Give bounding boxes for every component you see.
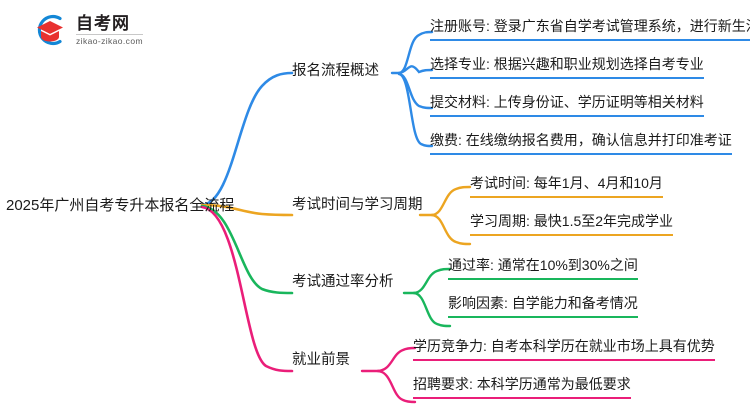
branch-node-3[interactable]: 考试通过率分析 [292, 274, 394, 290]
leaf-node-1-4[interactable]: 缴费: 在线缴纳报名费用，确认信息并打印准考证 [430, 130, 732, 155]
leaf-node-2-2[interactable]: 学习周期: 最快1.5至2年完成学业 [470, 211, 674, 236]
site-logo: 自考网 zikao-zikao.com [30, 13, 143, 47]
root-node[interactable]: 2025年广州自考专升本报名全流程 [6, 197, 235, 214]
branch-node-4[interactable]: 就业前景 [292, 352, 350, 368]
edge-branch-1-leaf-1 [397, 30, 434, 75]
leaf-node-3-1[interactable]: 通过率: 通常在10%到30%之间 [448, 255, 638, 280]
leaf-node-4-2[interactable]: 招聘要求: 本科学历通常为最低要求 [413, 374, 631, 399]
graduation-cap-icon [30, 13, 70, 47]
leaf-node-2-1[interactable]: 考试时间: 每年1月、4月和10月 [470, 173, 663, 198]
edge-branch-3-leaf-2 [412, 291, 452, 328]
edge-branch-2-leaf-1 [430, 185, 472, 217]
leaf-node-4-1[interactable]: 学历竞争力: 自考本科学历在就业市场上具有优势 [413, 336, 715, 361]
edge-branch-3-leaf-1 [412, 267, 452, 295]
edge-root-branch-1 [200, 71, 294, 207]
edge-branch-1-leaf-4 [397, 72, 434, 148]
edge-root-branch-4 [200, 205, 294, 373]
branch-node-1[interactable]: 报名流程概述 [292, 63, 379, 79]
leaf-node-3-2[interactable]: 影响因素: 自学能力和备考情况 [448, 293, 638, 318]
leaf-node-1-3[interactable]: 提交材料: 上传身份证、学历证明等相关材料 [430, 92, 704, 117]
edge-branch-4-leaf-1 [376, 346, 417, 373]
edge-root-branch-3 [200, 204, 294, 295]
logo-name: 自考网 [76, 15, 143, 35]
edge-branch-1-leaf-3 [397, 72, 434, 110]
leaf-node-1-1[interactable]: 注册账号: 登录广东省自学考试管理系统，进行新生注册 [430, 16, 750, 41]
edge-branch-1-leaf-2 [397, 65, 434, 75]
leaf-node-1-2[interactable]: 选择专业: 根据兴趣和职业规划选择自考专业 [430, 54, 704, 79]
edge-branch-2-leaf-2 [430, 213, 472, 246]
branch-node-2[interactable]: 考试时间与学习周期 [292, 197, 423, 213]
logo-domain: zikao-zikao.com [76, 35, 143, 46]
edge-branch-4-leaf-2 [376, 369, 417, 404]
